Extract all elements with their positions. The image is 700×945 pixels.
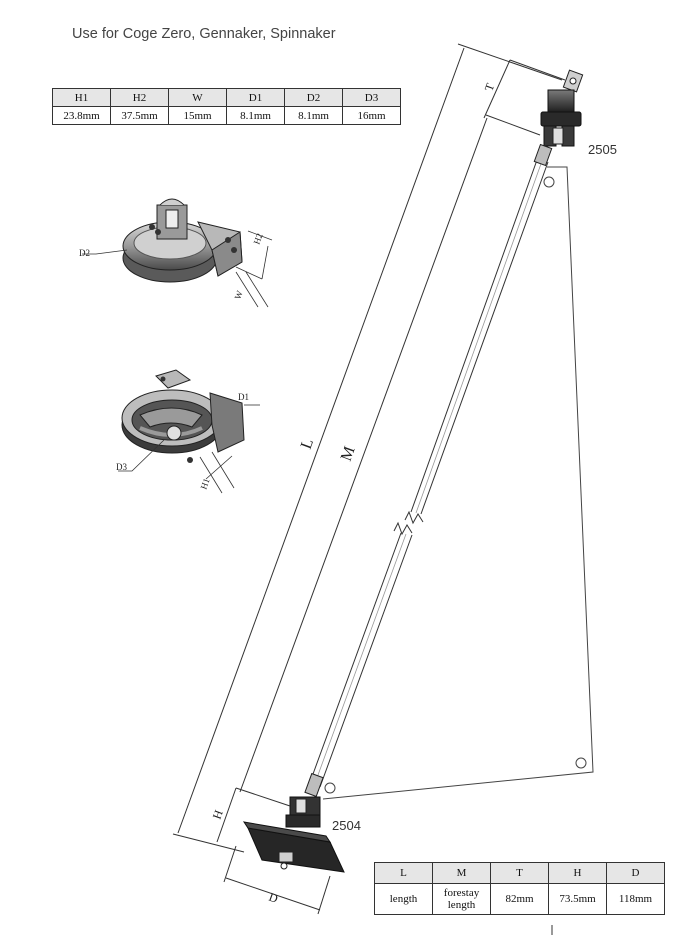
spec-table-bottom-header-row: L M T H D [374,862,665,884]
spec-header-l: L [374,862,433,884]
spec-value-h: 73.5mm [548,883,607,915]
spec-value-t: 82mm [490,883,549,915]
detail-label-h2: H2 [251,232,264,246]
dimension-label-h: H [210,808,226,821]
spec-value-h2: 37.5mm [110,106,169,125]
detail-view-top [122,198,243,283]
spec-value-d3: 16mm [342,106,401,125]
spec-value-d: 118mm [606,883,665,915]
dimension-label-m: M [338,444,359,463]
detail-label-w: W [232,289,244,301]
detail-view-top-callouts [82,230,273,308]
spec-table-top: H1 H2 W D1 D2 D3 23.8mm 37.5mm 15mm 8.1m… [52,88,401,125]
spec-table-top-header-row: H1 H2 W D1 D2 D3 [52,88,401,107]
spec-header-t: T [490,862,549,884]
head-grommet [543,176,555,188]
detail-label-h1: H1 [198,477,211,491]
forestay-tube-lower [308,532,413,788]
dimension-t [483,59,566,119]
tack-grommet [324,782,336,794]
tube-break-symbol [393,510,424,536]
spec-value-m: forestay length [432,883,491,915]
clew-grommet [575,757,587,769]
spec-header-h1: H1 [52,88,111,107]
part-number-top: 2505 [588,142,617,157]
sail-outline [322,166,594,800]
spec-header-d2: D2 [284,88,343,107]
spec-header-d3: D3 [342,88,401,107]
part-number-bottom: 2504 [332,818,361,833]
bottom-drum-2504 [242,772,345,873]
diagram-title: Use for Coge Zero, Gennaker, Spinnaker [72,26,336,42]
dimension-label-t: T [482,81,498,93]
spec-table-bottom-value-row: length forestay length 82mm 73.5mm 118mm [374,883,665,915]
detail-label-d1: D1 [238,392,249,402]
dimension-m [235,114,541,807]
detail-view-bottom [121,369,245,463]
dimension-d [223,845,331,915]
spec-value-w: 15mm [168,106,227,125]
detail-label-d2: D2 [79,248,90,258]
spec-value-d1: 8.1mm [226,106,285,125]
dimension-label-l: L [298,436,317,451]
dimension-l [172,43,563,853]
dimension-h [216,787,237,843]
forestay-tube-upper [410,159,549,515]
detail-label-d3: D3 [116,462,127,472]
spec-table-top-value-row: 23.8mm 37.5mm 15mm 8.1mm 8.1mm 16mm [52,106,401,125]
spec-value-d2: 8.1mm [284,106,343,125]
detail-view-bottom-callouts [118,404,260,494]
top-swivel-2505 [533,69,584,167]
spec-header-m: M [432,862,491,884]
spec-table-bottom: L M T H D length forestay length 82mm 73… [374,862,665,915]
